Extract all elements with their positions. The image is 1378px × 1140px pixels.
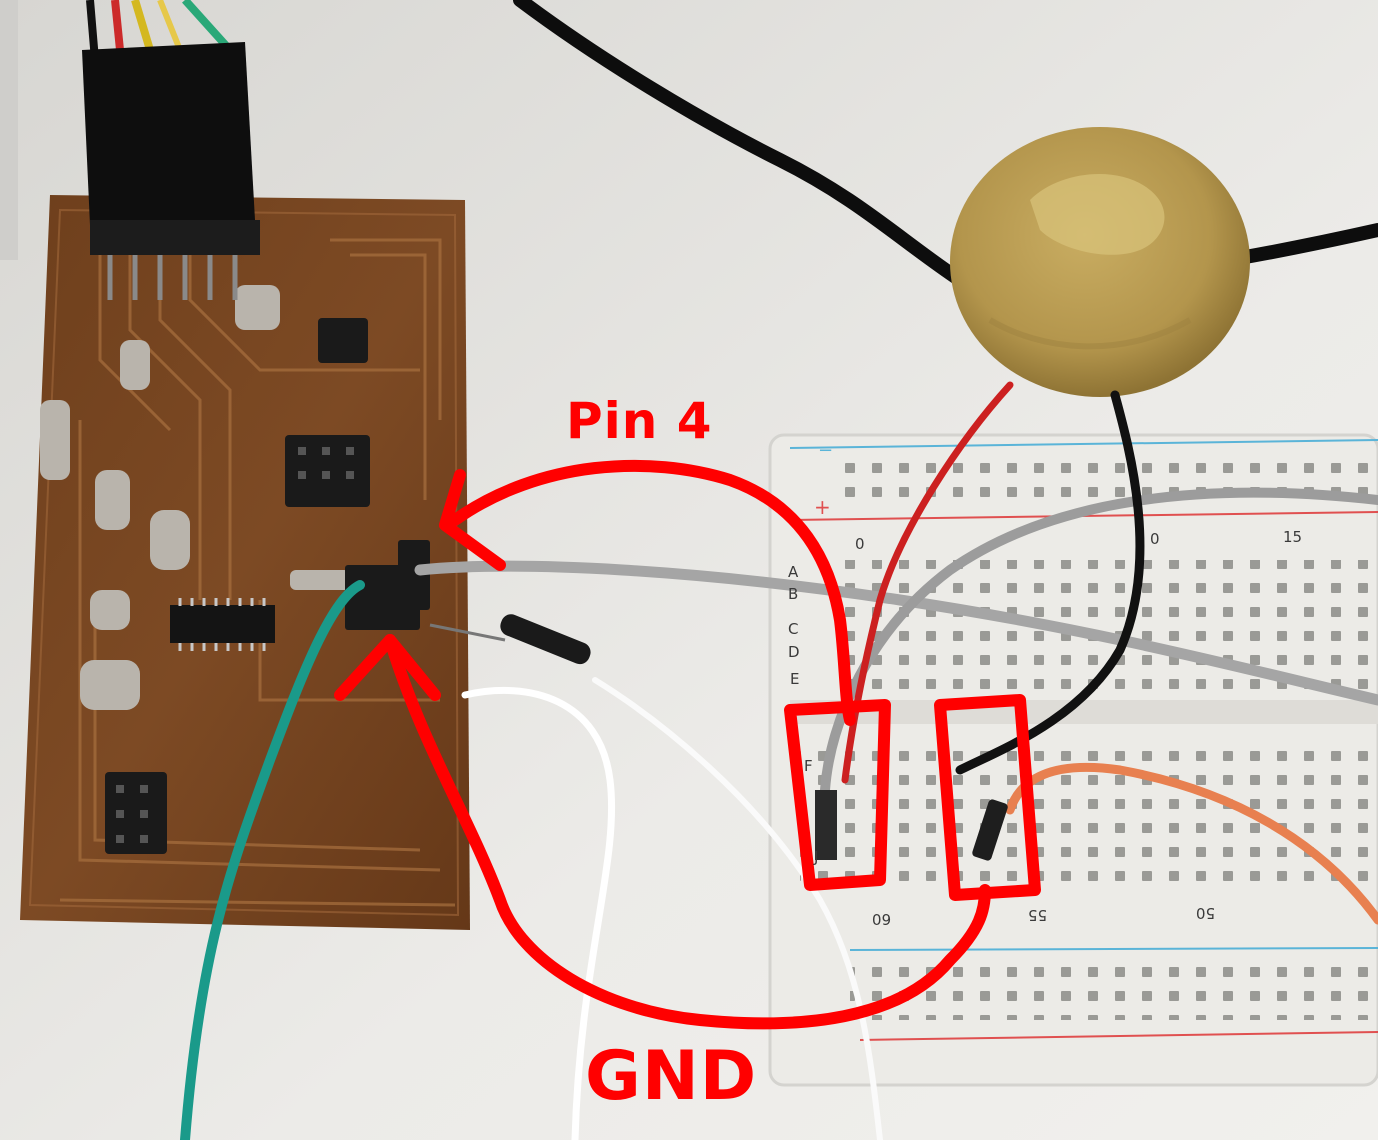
pin4-label: Pin 4 (566, 392, 713, 450)
bb-number-60: 60 (872, 910, 892, 928)
gray-pin-highlight (784, 699, 891, 891)
white-wire-2 (592, 677, 883, 1140)
pin4-arrow-head (439, 469, 506, 571)
teal-wire (180, 580, 365, 1140)
resistor-body (500, 614, 591, 665)
bb-row-e: E (790, 670, 800, 688)
red-piezo-wire (841, 381, 1014, 784)
bb-row-d: D (788, 643, 800, 661)
bb-row-a: A (788, 563, 799, 581)
jumper-pin-gray (815, 790, 837, 860)
gray-wire-long (414, 560, 1378, 706)
black-piezo-wire (955, 390, 1145, 775)
white-wire (461, 686, 616, 1140)
pin4-arrow-curve (449, 459, 856, 726)
bb-row-j: J (814, 848, 819, 866)
pcb-board (20, 195, 470, 930)
bb-rail-plus: + (814, 495, 831, 519)
bb-rail-minus: − (818, 440, 834, 461)
gnd-arrow-curve (384, 634, 991, 1030)
bb-number-10: 0 (1150, 530, 1160, 548)
ftdi-connector (82, 0, 260, 300)
gnd-label: GND (585, 1037, 758, 1116)
bb-number-55: 55 (1028, 906, 1048, 924)
piezo-disk (950, 127, 1250, 397)
ic-chip (170, 605, 275, 643)
jumper-pin-orange (972, 799, 1008, 861)
gnd-arrow-head (334, 634, 441, 701)
bb-number-50: 50 (1196, 904, 1216, 922)
bb-number-0: 0 (855, 535, 865, 553)
table-edge (0, 0, 18, 260)
bb-row-b: B (788, 585, 799, 603)
bb-number-15: 15 (1283, 528, 1303, 546)
resistor-lead (429, 623, 506, 642)
annotation-layer (334, 459, 1041, 1030)
bb-row-c: C (788, 620, 799, 638)
orange-pin-highlight (934, 694, 1041, 901)
bb-row-f: F (804, 757, 813, 775)
